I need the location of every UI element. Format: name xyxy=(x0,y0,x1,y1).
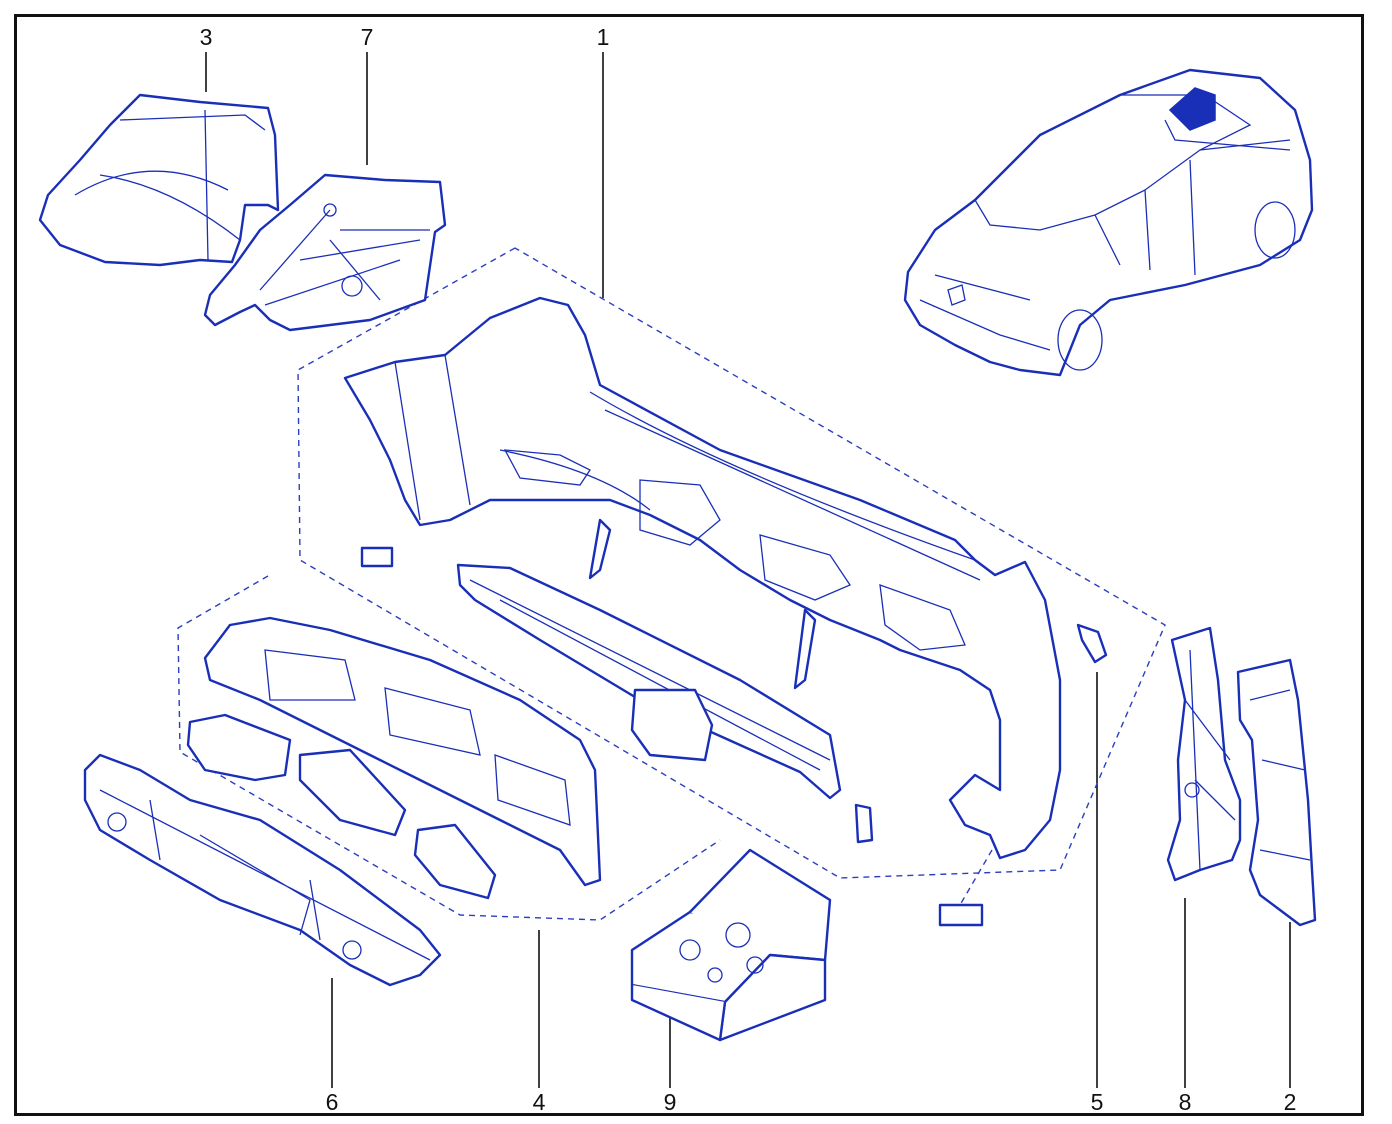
grille-assembly-outline xyxy=(177,575,721,921)
grille-insert-right xyxy=(413,823,497,900)
grille-insert-center xyxy=(298,748,407,837)
callout-2: 2 xyxy=(1283,1089,1297,1115)
part-5-clip xyxy=(1076,623,1108,664)
callout-4: 4 xyxy=(532,1089,546,1115)
part-3-upper-panel xyxy=(38,93,280,267)
part-6-lower-absorber xyxy=(83,753,442,987)
clip-center xyxy=(854,803,874,844)
clip-bottom xyxy=(938,903,984,927)
callout-9: 9 xyxy=(663,1089,677,1115)
vehicle-locator-car xyxy=(903,68,1314,377)
callout-1: 1 xyxy=(596,24,610,50)
bumper-assembly-outline xyxy=(297,247,1166,879)
bumper-clips xyxy=(360,546,1108,927)
grille-insert-left xyxy=(186,713,292,782)
part-7-side-bracket xyxy=(203,173,447,332)
part-8-right-bracket xyxy=(1166,626,1242,882)
callout-7: 7 xyxy=(360,24,374,50)
leader-lines xyxy=(205,52,1291,1088)
callout-6: 6 xyxy=(325,1089,339,1115)
callout-8: 8 xyxy=(1178,1089,1192,1115)
part-1-front-bumper xyxy=(343,296,1062,860)
part-2-right-panel xyxy=(1236,658,1317,927)
callout-5: 5 xyxy=(1090,1089,1104,1115)
part-9-fastener-box xyxy=(630,848,832,1042)
bumper-reinforcement-beam xyxy=(456,563,842,800)
part-4-lower-grille xyxy=(186,616,602,900)
callout-3: 3 xyxy=(199,24,213,50)
clip-left xyxy=(360,546,394,568)
